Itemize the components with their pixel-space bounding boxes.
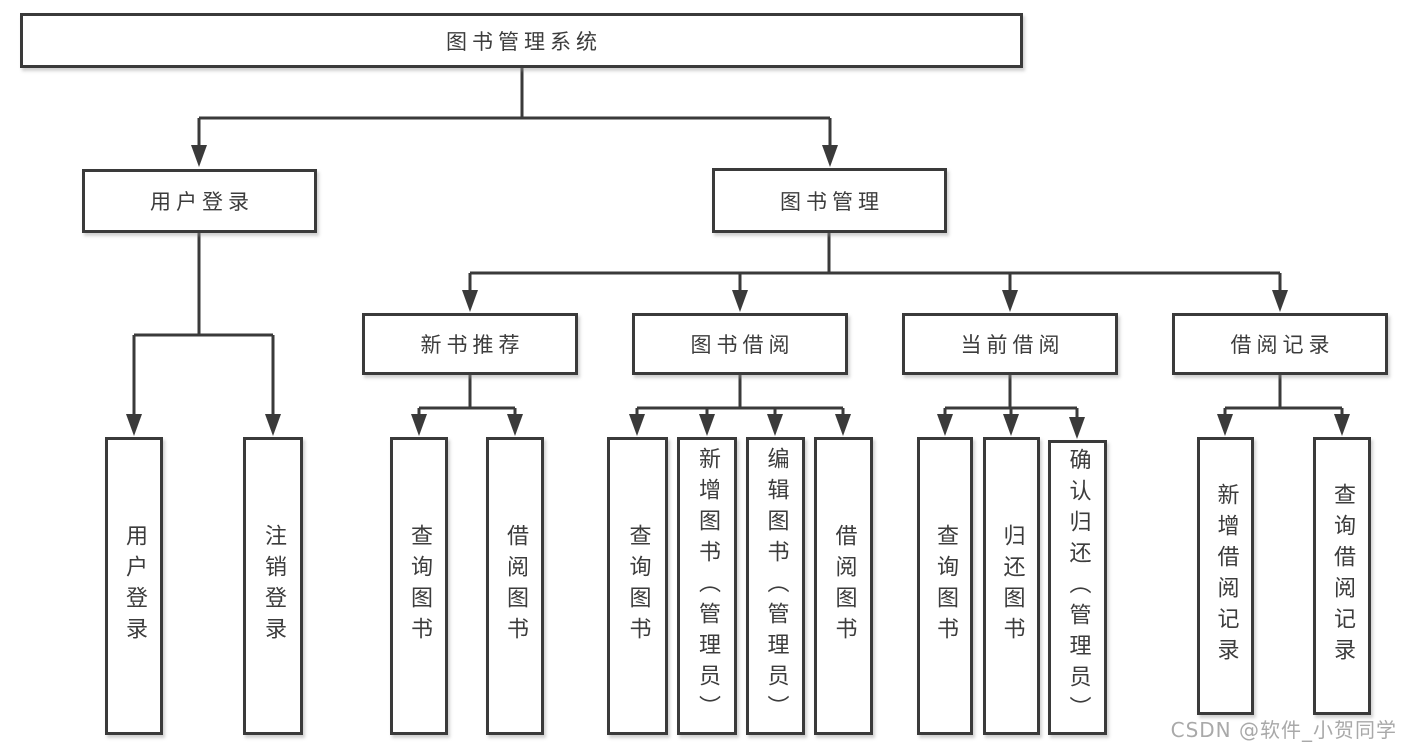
node-leaf-borrow-books-recommend: 借阅图书 xyxy=(486,437,544,735)
node-leaf-query-books-borrow: 查询图书 xyxy=(607,437,668,735)
node-leaf-add-book-admin: 新增图书（管理员） xyxy=(677,437,737,735)
node-leaf-edit-book-admin: 编辑图书（管理员） xyxy=(746,437,805,735)
node-leaf-confirm-return-admin: 确认归还（管理员） xyxy=(1048,440,1107,735)
node-new-book-recommend: 新书推荐 xyxy=(362,313,578,375)
node-book-management: 图书管理 xyxy=(712,168,947,233)
node-book-borrow: 图书借阅 xyxy=(632,313,848,375)
node-library-management-system: 图书管理系统 xyxy=(20,13,1023,68)
node-leaf-borrow-books: 借阅图书 xyxy=(814,437,873,735)
node-leaf-logout: 注销登录 xyxy=(243,437,303,735)
node-leaf-add-borrow-record: 新增借阅记录 xyxy=(1197,437,1254,715)
node-leaf-user-login: 用户登录 xyxy=(105,437,163,735)
node-leaf-query-books-current: 查询图书 xyxy=(917,437,973,735)
node-user-login: 用户登录 xyxy=(82,169,317,233)
node-leaf-query-books-recommend: 查询图书 xyxy=(390,437,448,735)
node-borrow-records: 借阅记录 xyxy=(1172,313,1388,375)
node-current-borrow: 当前借阅 xyxy=(902,313,1118,375)
node-leaf-query-borrow-record: 查询借阅记录 xyxy=(1313,437,1371,715)
node-leaf-return-book: 归还图书 xyxy=(983,437,1040,735)
csdn-watermark: CSDN @软件_小贺同学 xyxy=(1170,718,1397,742)
